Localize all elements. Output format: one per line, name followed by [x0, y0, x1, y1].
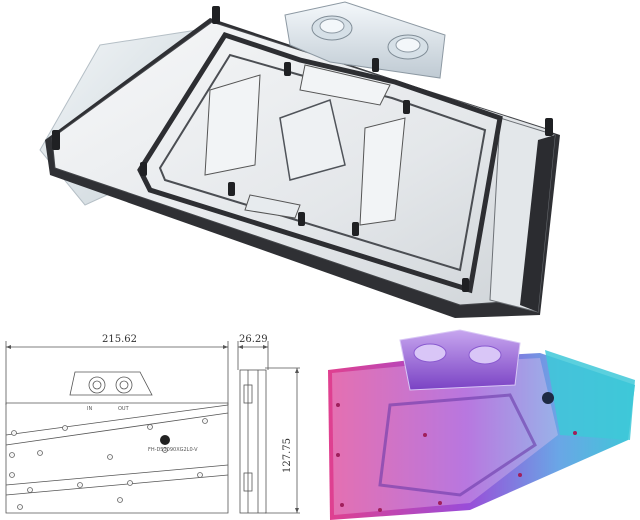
in-label: IN [87, 406, 92, 412]
dimension-drawing: 215.62 26.29 127.75 IN OUT FH-DS3090XG2L… [0, 325, 320, 520]
inner-channel-outline [137, 32, 503, 294]
rgb-cyan-cap [545, 350, 635, 440]
product-photo-rgb [320, 325, 640, 520]
waterblock-render [39, 1, 560, 318]
side-view-outline [239, 369, 267, 514]
dimension-drawing-svg: 215.62 26.29 127.75 IN OUT FH-DS3090XG2L… [5, 334, 300, 514]
model-code: FH-DS3090XG2L0-V [148, 447, 198, 453]
rgb-terminal [399, 329, 521, 391]
rgb-logo-badge [542, 392, 554, 404]
height-dimension: 127.75 [282, 438, 293, 473]
front-view-outline [5, 402, 229, 514]
product-photo-main [39, 1, 560, 318]
vrm-strip-left [204, 74, 261, 176]
gpu-die-area [279, 99, 346, 181]
thickness-dimension: 26.29 [239, 334, 268, 345]
vrm-strip-right [359, 117, 406, 226]
screw-holes [9, 418, 208, 510]
logo-badge [160, 435, 170, 445]
width-dimension: 215.62 [102, 334, 137, 345]
waterblock-rgb-render [328, 329, 635, 520]
out-label: OUT [118, 406, 130, 412]
rgb-screws [336, 403, 577, 512]
standoffs [52, 6, 553, 292]
